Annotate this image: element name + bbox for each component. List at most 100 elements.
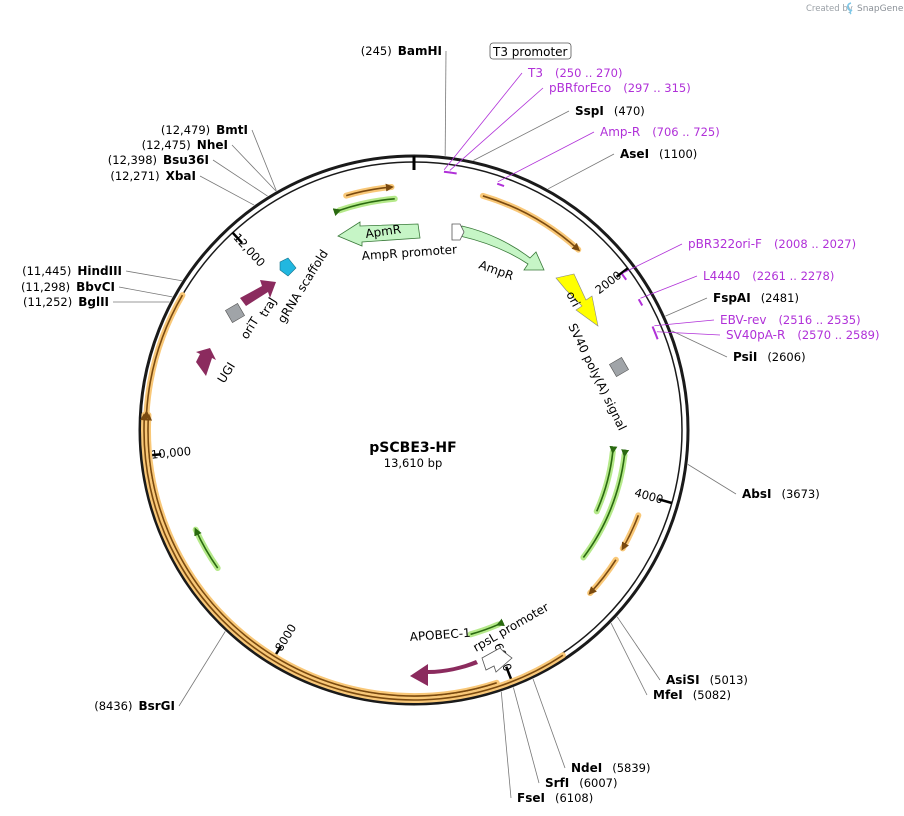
primer-ebv-rev[interactable]: EBV-rev(2516 .. 2535) [651, 313, 861, 334]
enzyme-site-bamhi[interactable]: BamHI(245) [361, 44, 447, 156]
enzyme-position: (12,475) [142, 138, 191, 152]
traj-box[interactable] [225, 303, 245, 323]
enzyme-site-bsu36i[interactable]: Bsu36I (12,398) [108, 153, 268, 197]
grna-arrow[interactable] [279, 257, 297, 277]
orf-arc-left-green[interactable] [194, 527, 219, 569]
feature-labels: T3 promoter AmpR promoter AmpR ApmR ori … [215, 42, 629, 655]
ugi-arrow[interactable] [196, 348, 216, 376]
sv40-label: SV40 poly(A) signal [565, 321, 629, 432]
orf-arc-top-right[interactable] [482, 195, 581, 252]
enzyme-leader [500, 691, 512, 799]
ampr-promoter-label: AmpR promoter [361, 242, 457, 263]
orf-arc-large-cap[interactable] [140, 412, 564, 701]
primer-name: L4440 [703, 269, 740, 283]
enzyme-position: (8436) [94, 699, 132, 713]
enzyme-leader [513, 687, 540, 784]
enzyme-leader [231, 144, 277, 192]
enzyme-leader [125, 270, 182, 282]
primer-leader [449, 87, 544, 171]
enzyme-site-bsrgi[interactable]: BsrGI(8436) [94, 631, 226, 713]
apmr-label: ApmR [364, 222, 401, 241]
orf-arc-right-orange1[interactable] [621, 515, 640, 551]
orf-arc-right-orange2[interactable] [588, 559, 617, 595]
enzyme-name: AseI [620, 147, 649, 161]
ori-arrow[interactable] [555, 273, 599, 327]
orf-arc-bottom-green[interactable] [470, 618, 505, 636]
orf-arc-right-green2[interactable] [582, 449, 630, 558]
apmr-arrow[interactable] [337, 221, 421, 247]
enzyme-site-psii[interactable]: PsiI(2606) [671, 330, 806, 364]
enzyme-site-xbai[interactable]: XbaI(12,271) [110, 169, 255, 206]
primer-name: pBRforEco [549, 81, 611, 95]
enzyme-position: (2481) [761, 291, 799, 305]
enzyme-leader [671, 330, 728, 358]
primer-marker [621, 273, 628, 281]
ori-shape [555, 273, 599, 327]
primer-pbr322ori-f[interactable]: pBR322ori-F(2008 .. 2027) [621, 237, 856, 281]
scale-tick-label: 12,000 [230, 230, 268, 269]
enzyme-name: NdeI [571, 761, 602, 775]
enzyme-position: (6108) [555, 791, 593, 805]
ampr-promoter-arrow[interactable] [451, 223, 465, 241]
primer-sites: T3(250 .. 270)pBRforEco(297 .. 315)Amp-R… [443, 66, 879, 342]
enzyme-site-srfi[interactable]: SrfI(6007) [513, 687, 618, 790]
enzyme-name: NheI [197, 138, 228, 152]
orf-arc-right-green2-halo [580, 452, 628, 561]
enzyme-name: SspI [575, 104, 604, 118]
ampr-arrow[interactable] [459, 225, 545, 271]
enzyme-site-bglii[interactable]: BglII(11,252) [23, 295, 170, 309]
primer-name: SV40pA-R [726, 328, 785, 342]
enzyme-name: BmtI [216, 123, 248, 137]
orit-arrow[interactable] [240, 280, 276, 306]
orf-arc-top-left[interactable] [345, 183, 394, 197]
enzyme-position: (245) [361, 44, 392, 58]
enzyme-name: Bsu36I [163, 153, 209, 167]
enzyme-position: (1100) [659, 147, 697, 161]
orit-shape [240, 280, 276, 306]
enzyme-site-asei[interactable]: AseI (1100) [548, 147, 697, 190]
enzyme-position: (12,479) [161, 123, 210, 137]
primer-t3[interactable]: T3(250 .. 270) [443, 66, 623, 174]
rpsl-label: rpsL promoter [471, 600, 552, 655]
primer-amp-r[interactable]: Amp-R(706 .. 725) [496, 125, 720, 188]
primer-name: EBV-rev [720, 313, 766, 327]
enzyme-site-nhei[interactable]: NheI (12,475) [142, 138, 277, 192]
primer-pbrforeco[interactable]: pBRforEco(297 .. 315) [449, 81, 691, 175]
enzyme-position: (11,445) [22, 264, 71, 278]
primer-sv40pa-r[interactable]: SV40pA-R (2570 .. 2589) [654, 328, 879, 342]
enzyme-leader [687, 464, 737, 495]
primer-leader [443, 72, 523, 170]
ampr-promoter-shape [451, 223, 465, 241]
enzyme-site-fspai[interactable]: FspAI(2481) [665, 291, 799, 317]
orf-arc-left-orange[interactable] [142, 294, 184, 419]
snapgene-credit[interactable]: Created by SnapGene [806, 2, 904, 15]
enzyme-name: AsiSI [666, 673, 700, 687]
enzyme-site-hindiii[interactable]: HindIII(11,445) [22, 264, 182, 282]
enzyme-site-mfei[interactable]: MfeI(5082) [610, 623, 731, 702]
enzyme-leader [665, 297, 708, 317]
orf-arc-top-left-green[interactable] [332, 198, 395, 216]
scale-tick [615, 267, 629, 278]
orf-arc-large-outer[interactable] [144, 412, 497, 697]
enzyme-site-bmti[interactable]: BmtI (12,479) [161, 123, 277, 191]
enzyme-leader [212, 159, 268, 197]
enzyme-site-bbvci[interactable]: BbvCI(11,298) [21, 280, 173, 298]
enzyme-site-sspi[interactable]: SspI(470) [473, 104, 645, 161]
enzyme-site-asisi[interactable]: AsiSI(5013) [616, 616, 748, 687]
ugi-shape [196, 348, 216, 376]
enzyme-site-absi[interactable]: AbsI(3673) [687, 464, 820, 501]
orf-arc-right-green1[interactable] [595, 445, 618, 512]
apobec-arrow[interactable] [410, 660, 478, 686]
enzyme-site-ndei[interactable]: NdeI(5839) [532, 678, 651, 775]
primer-l4440[interactable]: L4440(2261 .. 2278) [637, 269, 835, 307]
primer-range: (2008 .. 2027) [774, 237, 856, 251]
rpsl-promoter-arrow[interactable] [481, 647, 513, 673]
t3-promoter-box [489, 42, 572, 60]
enzyme-leader [532, 678, 566, 769]
credit-brand: SnapGene [857, 4, 904, 14]
enzyme-position: (12,398) [108, 153, 157, 167]
primer-range: (2570 .. 2589) [797, 328, 879, 342]
sv40-box[interactable] [609, 357, 629, 377]
enzyme-site-fsei[interactable]: FseI(6108) [500, 691, 593, 805]
